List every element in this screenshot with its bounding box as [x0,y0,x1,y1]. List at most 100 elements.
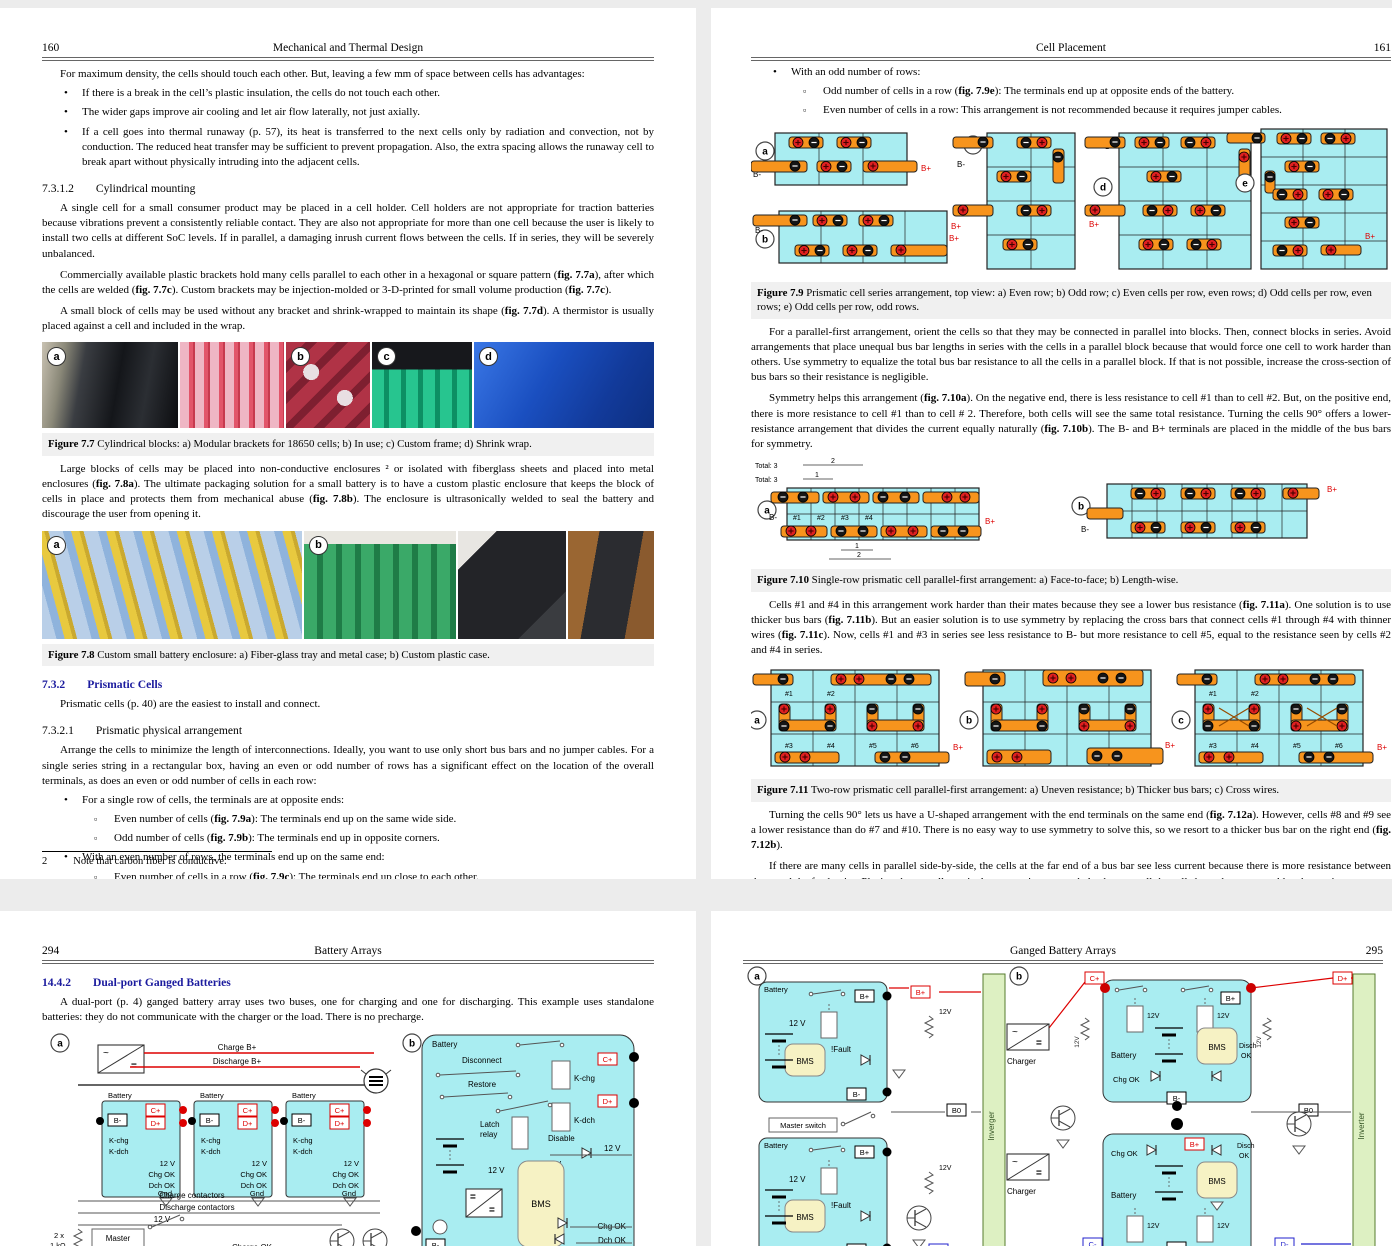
photo-cells-in-use [180,342,284,429]
svg-text:B+: B+ [860,992,870,1001]
page-header: 294 Battery Arrays [42,911,654,964]
svg-text:B0: B0 [1304,1106,1313,1115]
svg-text:Disch: Disch [1239,1043,1257,1050]
svg-text:12 V: 12 V [252,1159,267,1168]
photo-badge: c [377,347,396,367]
paragraph: A dual-port (p. 4) ganged battery array … [42,996,654,1024]
svg-text:b: b [409,1039,415,1050]
svg-text:b: b [1078,502,1084,513]
svg-text:B-: B- [1173,1094,1181,1103]
svg-text:OK: OK [1241,1053,1251,1060]
paragraph: Arrange the cells to minimize the length… [42,744,654,787]
svg-text:K-chg: K-chg [109,1136,129,1145]
svg-text:C+: C+ [1090,974,1100,983]
svg-text:D+: D+ [335,1119,345,1128]
svg-text:12V: 12V [939,1165,952,1172]
photo-custom-case-pack: b [304,530,456,639]
svg-text:=: = [1036,1038,1042,1049]
svg-text:Battery: Battery [200,1091,224,1100]
svg-text:Battery: Battery [292,1091,316,1100]
svg-text:12 V: 12 V [789,1175,806,1184]
svg-text:Inverger: Inverger [987,1111,996,1141]
svg-text:B+: B+ [1365,232,1375,241]
running-title: Mechanical and Thermal Design [272,42,424,54]
bullet-list: With an odd number of rows: Odd number o… [751,65,1391,119]
svg-text:=: = [489,1205,495,1216]
paragraph: Large blocks of cells may be placed into… [42,462,654,521]
svg-text:12V: 12V [1147,1223,1160,1230]
svg-text:!Fault: !Fault [831,1201,852,1210]
svg-text:B+: B+ [1327,485,1337,494]
svg-text:D-: D- [1281,1240,1289,1246]
list-item: For a single row of cells, the terminals… [42,793,654,808]
svg-text:B-: B- [206,1116,214,1125]
svg-text:a: a [764,506,770,517]
svg-text:Chg OK: Chg OK [1111,1149,1138,1158]
svg-text:12V: 12V [1217,1013,1230,1020]
figure-7-7-photos: a b c d [42,342,654,429]
svg-text:#5: #5 [1293,743,1301,750]
page-number: 295 [1365,945,1383,957]
svg-text:#1: #1 [793,515,801,522]
photo-badge: a [47,347,66,367]
svg-text:2: 2 [831,458,835,465]
svg-text:~: ~ [1012,1027,1018,1038]
list-item: Even number of cells (fig. 7.9a): The te… [42,812,654,827]
svg-text:2: 2 [857,552,861,559]
svg-text:D+: D+ [1338,974,1348,983]
svg-text:Discharge contactors: Discharge contactors [159,1203,234,1212]
photo-badge: b [309,535,328,555]
photo-custom-frame: c [372,342,472,429]
svg-text:12 V: 12 V [488,1166,505,1175]
svg-text:b: b [1016,972,1022,983]
svg-text:Master switch: Master switch [780,1121,826,1130]
svg-text:2 x: 2 x [54,1231,64,1240]
svg-text:B+: B+ [1226,994,1236,1003]
svg-text:#2: #2 [1251,691,1259,698]
photo-fiberglass-tray: a [42,530,302,639]
svg-text:B+: B+ [860,1148,870,1157]
bullet-list: If there is a break in the cell’s plasti… [42,86,654,170]
svg-text:#4: #4 [865,515,873,522]
svg-text:a: a [754,972,760,983]
figure-7-7-caption: Figure 7.7 Cylindrical blocks: a) Modula… [42,433,654,456]
svg-text:D+: D+ [603,1097,613,1106]
svg-text:#3: #3 [1209,743,1217,750]
svg-text:K-chg: K-chg [201,1136,221,1145]
paragraph: Symmetry helps this arrangement (fig. 7.… [751,392,1391,450]
svg-text:B-: B- [755,226,763,235]
svg-text:Battery: Battery [764,985,788,994]
svg-text:B+: B+ [921,164,931,173]
svg-text:c: c [1178,716,1184,727]
list-item: Odd number of cells in a row (fig. 7.9e)… [751,84,1391,99]
list-item: With an odd number of rows: [751,65,1391,80]
svg-text:D+: D+ [243,1119,253,1128]
svg-text:#4: #4 [827,743,835,750]
svg-text:B+: B+ [1165,741,1175,750]
svg-text:K-dch: K-dch [201,1147,221,1156]
svg-text:Chg OK: Chg OK [148,1170,175,1179]
svg-text:1: 1 [855,543,859,550]
svg-text:BMS: BMS [531,1199,551,1209]
svg-text:Chg OK: Chg OK [1113,1075,1140,1084]
svg-text:12V: 12V [1217,1223,1230,1230]
photo-cells-welded: b [286,342,370,429]
svg-text:B-: B- [957,160,965,169]
svg-text:Chg OK: Chg OK [332,1170,359,1179]
svg-text:B-: B- [114,1116,122,1125]
svg-text:!Fault: !Fault [831,1045,852,1054]
figure-7-8-caption: Figure 7.8 Custom small battery enclosur… [42,643,654,667]
svg-text:Total: 3: Total: 3 [755,477,778,484]
figure-7-10-caption: Figure 7.10 Single-row prismatic cell pa… [751,569,1391,592]
paragraph: Commercially available plastic brackets … [42,268,654,296]
figure-7-11-caption: Figure 7.11 Two-row prismatic cell paral… [751,779,1391,802]
svg-text:Total: 3: Total: 3 [755,463,778,470]
running-title: Ganged Battery Arrays [1009,945,1117,957]
figure-7-11-diagram: aB-#1#2#3#4#5#6B+bB-B+cB-#1#2#3#4#5#6B+ [751,669,1387,767]
